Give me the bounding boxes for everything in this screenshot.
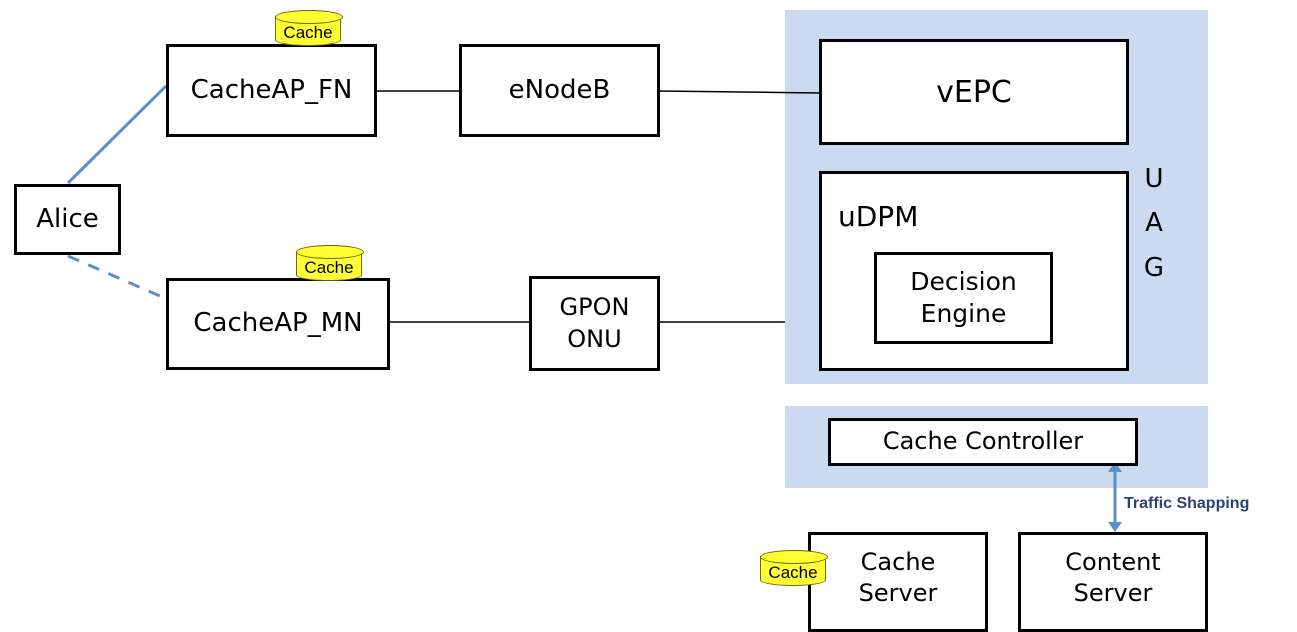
cache-icon-fn: Cache bbox=[275, 10, 343, 52]
uag-letter-g: G bbox=[1143, 253, 1165, 283]
gpon-onu-box: GPON ONU bbox=[529, 276, 660, 371]
uag-letter-u: U bbox=[1144, 164, 1164, 194]
arrow-head-down bbox=[1108, 522, 1122, 532]
link-enodeb-vepc bbox=[658, 90, 821, 94]
cache-icon-mn: Cache bbox=[296, 245, 364, 287]
content-server-box: Content Server bbox=[1018, 532, 1208, 632]
enodeb-box: eNodeB bbox=[459, 44, 660, 137]
vepc-box: vEPC bbox=[819, 39, 1129, 145]
uag-letter-a: A bbox=[1145, 208, 1163, 238]
network-diagram: Alice CacheAP_FN CacheAP_MN eNodeB GPON … bbox=[14, 10, 1250, 632]
wireless-link-mn bbox=[67, 254, 161, 298]
cacheap-mn-box: CacheAP_MN bbox=[166, 278, 390, 370]
arrow-head-up bbox=[1108, 462, 1122, 472]
cache-icon-server: Cache bbox=[760, 550, 828, 592]
cache-badge-label: Cache bbox=[275, 16, 341, 46]
traffic-shaping-label: Traffic Shapping bbox=[1124, 495, 1250, 512]
connector-lines bbox=[66, 84, 1122, 532]
wireless-link-fn bbox=[66, 84, 168, 185]
alice-box: Alice bbox=[14, 184, 121, 255]
decision-engine-box: Decision Engine bbox=[874, 252, 1053, 344]
udpm-label: uDPM bbox=[838, 200, 919, 233]
cacheap-fn-box: CacheAP_FN bbox=[166, 44, 377, 137]
cache-controller-box: Cache Controller bbox=[828, 418, 1138, 466]
cache-server-box: Cache Server bbox=[808, 532, 988, 632]
